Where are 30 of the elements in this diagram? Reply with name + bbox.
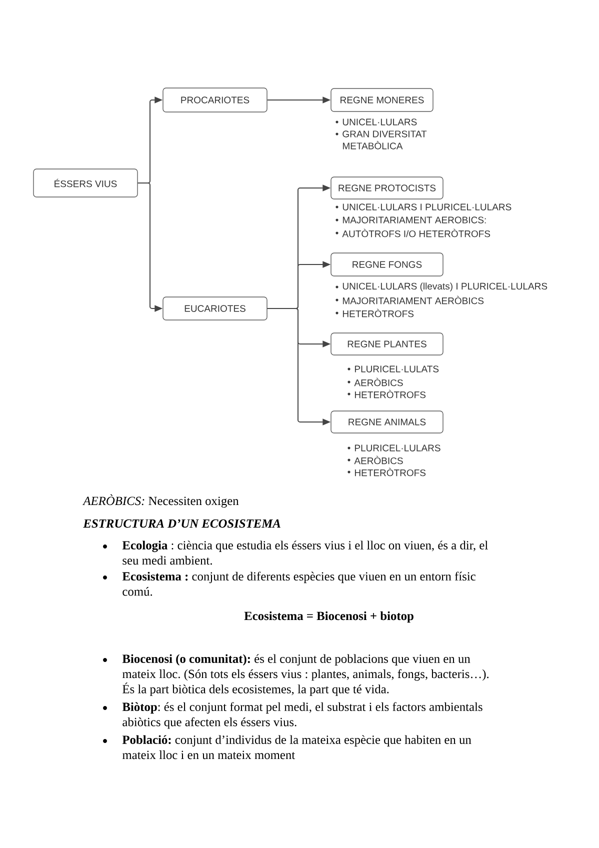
list-item: AERÒBICS (354, 378, 403, 386)
definition-text: Ecologia : ciència que estudia els éssers vius i el lloc on viuen, és a dir, el seu medi ambient. (122, 540, 488, 565)
note-text: AERÒBICS: Necessiten oxigen (82, 494, 239, 508)
list-item: PLURICEL·LULARS (354, 444, 440, 452)
section-heading: ESTRUCTURA D’UN ECOSISTEMA (83, 519, 280, 528)
list-item: AERÒBICS (354, 456, 403, 464)
definition-text: Població: conjunt d’individus de la mateixa espècie que habiten en un mateix lloc i en un mateix moment (122, 735, 472, 760)
list-item: HETERÒTROFS (354, 468, 426, 476)
list-item: MAJORITARIAMENT AERÒBICS (342, 296, 484, 304)
kingdom-box: REGNE ANIMALS (330, 410, 444, 434)
group-box: PROCARIOTES (162, 88, 268, 112)
definition-text: Biòtop: és el conjunt format pel medi, el substrat i els factors ambientals abiòtics que afecten els éssers vius. (122, 702, 482, 729)
root-box: ÉSSERS VIUS (33, 168, 138, 198)
list-item: UNICEL·LULARS (342, 118, 417, 126)
kingdom-box: REGNE MONERES (330, 88, 434, 112)
definition-text: Ecosistema : conjunt de diferents espècies que viuen en un entorn físic comú. (122, 572, 476, 596)
kingdom-box: REGNE FONGS (330, 252, 444, 276)
list-item: AUTÒTROFS I/O HETERÒTROFS (342, 228, 490, 238)
list-item: PLURICEL·LULATS (354, 366, 439, 372)
list-item: UNICEL·LULARS (llevats) I PLURICEL·LULARS (342, 282, 548, 292)
list-item: MAJORITARIAMENT AEROBICS: (342, 216, 486, 224)
list-item: UNICEL·LULARS I PLURICEL·LULARS (342, 204, 512, 210)
list-item: HETERÒTROFS (354, 390, 426, 398)
group-box: EUCARIOTES (162, 296, 268, 320)
kingdom-box: REGNE PLANTES (330, 332, 444, 356)
list-item: GRAN DIVERSITAT METABÒLICA (342, 130, 427, 150)
equation-text: Ecosistema = Biocenosi + biotop (244, 611, 414, 623)
definition-text: Biocenosi (o comunitat): és el conjunt de poblacions que viuen en un mateix lloc. (Són tots els éssers vius : plantes, animals, fongs, bacteris…). És la part biòtica dels ecosistemes, la part que té vida. (122, 654, 489, 696)
kingdom-box: REGNE PROTOCISTS (330, 176, 444, 200)
list-item: HETERÒTROFS (342, 308, 414, 318)
